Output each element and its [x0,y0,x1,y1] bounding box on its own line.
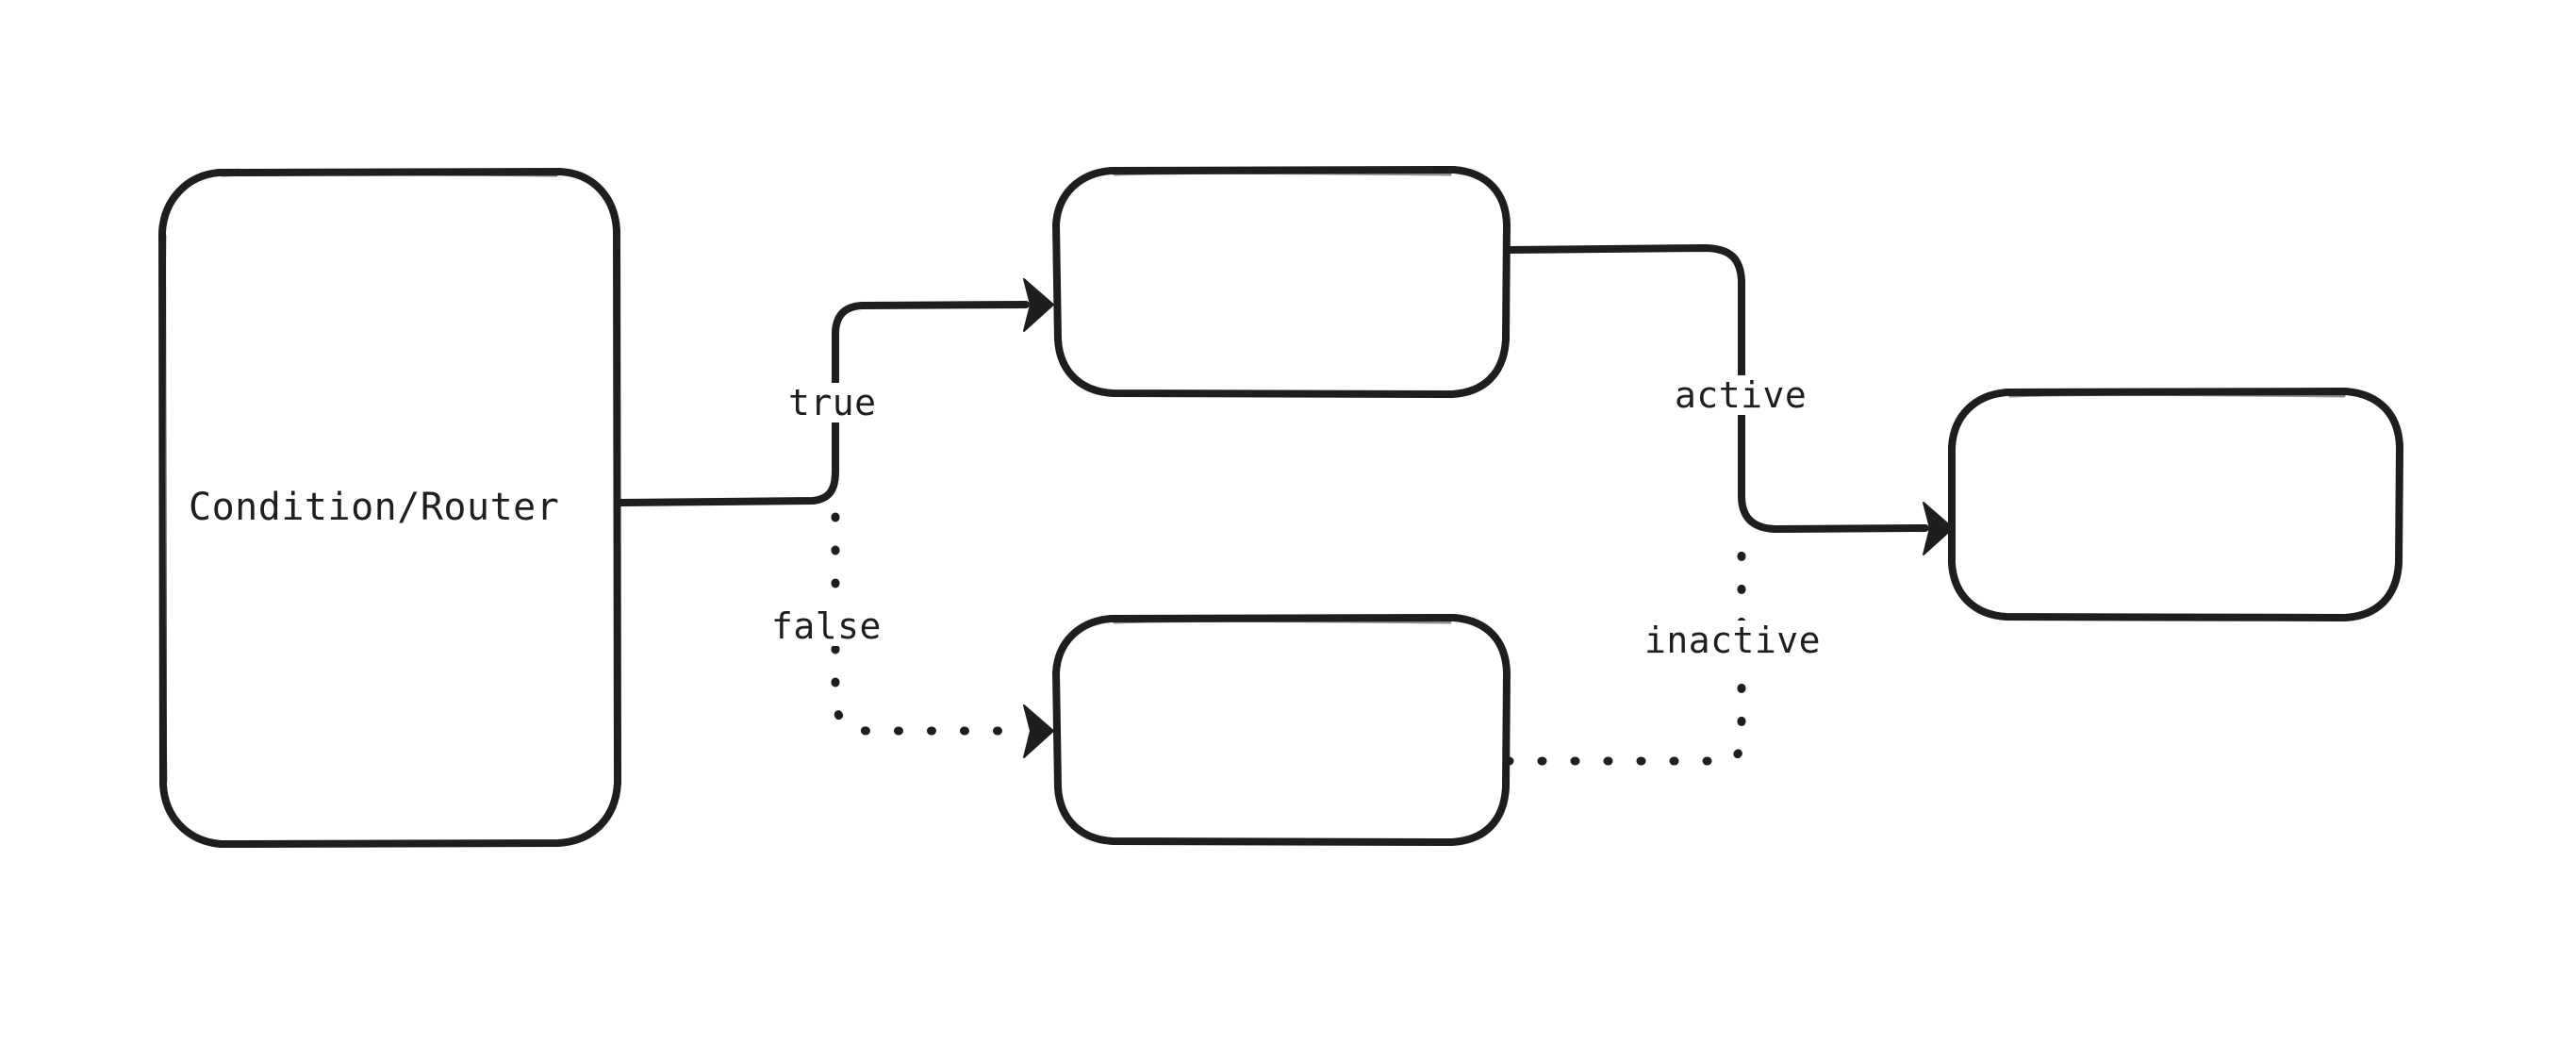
node-shape-merge[interactable] [1948,388,2403,621]
node-shape-false-branch[interactable] [1052,614,1511,846]
node-shape-true-branch-sketch [1113,171,1452,176]
node-group-condition-router[interactable] [158,168,621,848]
node-shape-false-branch-sketch [1113,619,1452,624]
node-group-false-branch[interactable] [1052,614,1511,846]
node-shape-condition-router-sketch [161,172,558,783]
edge-false-arrowhead [1023,704,1054,758]
edge-label-active: active [1667,375,1815,415]
edge-label-inactive: inactive [1637,621,1829,660]
node-group-merge[interactable] [1948,388,2403,621]
edge-label-false: false [764,606,889,646]
node-shape-true-branch[interactable] [1052,166,1511,398]
edge-inactive-group[interactable] [1504,538,1746,766]
edge-inactive-line[interactable] [1504,538,1746,766]
edge-false-line[interactable] [831,512,1031,736]
edge-true-arrowhead [1023,278,1054,332]
node-shape-merge-sketch [2008,392,2346,398]
node-shape-condition-router[interactable] [158,168,621,848]
edge-active-arrowhead [1923,502,1954,555]
edge-label-true: true [781,383,884,422]
node-label-condition-router: Condition/Router [189,486,560,529]
node-group-true-branch[interactable] [1052,166,1511,398]
edge-false-group[interactable] [831,512,1054,758]
